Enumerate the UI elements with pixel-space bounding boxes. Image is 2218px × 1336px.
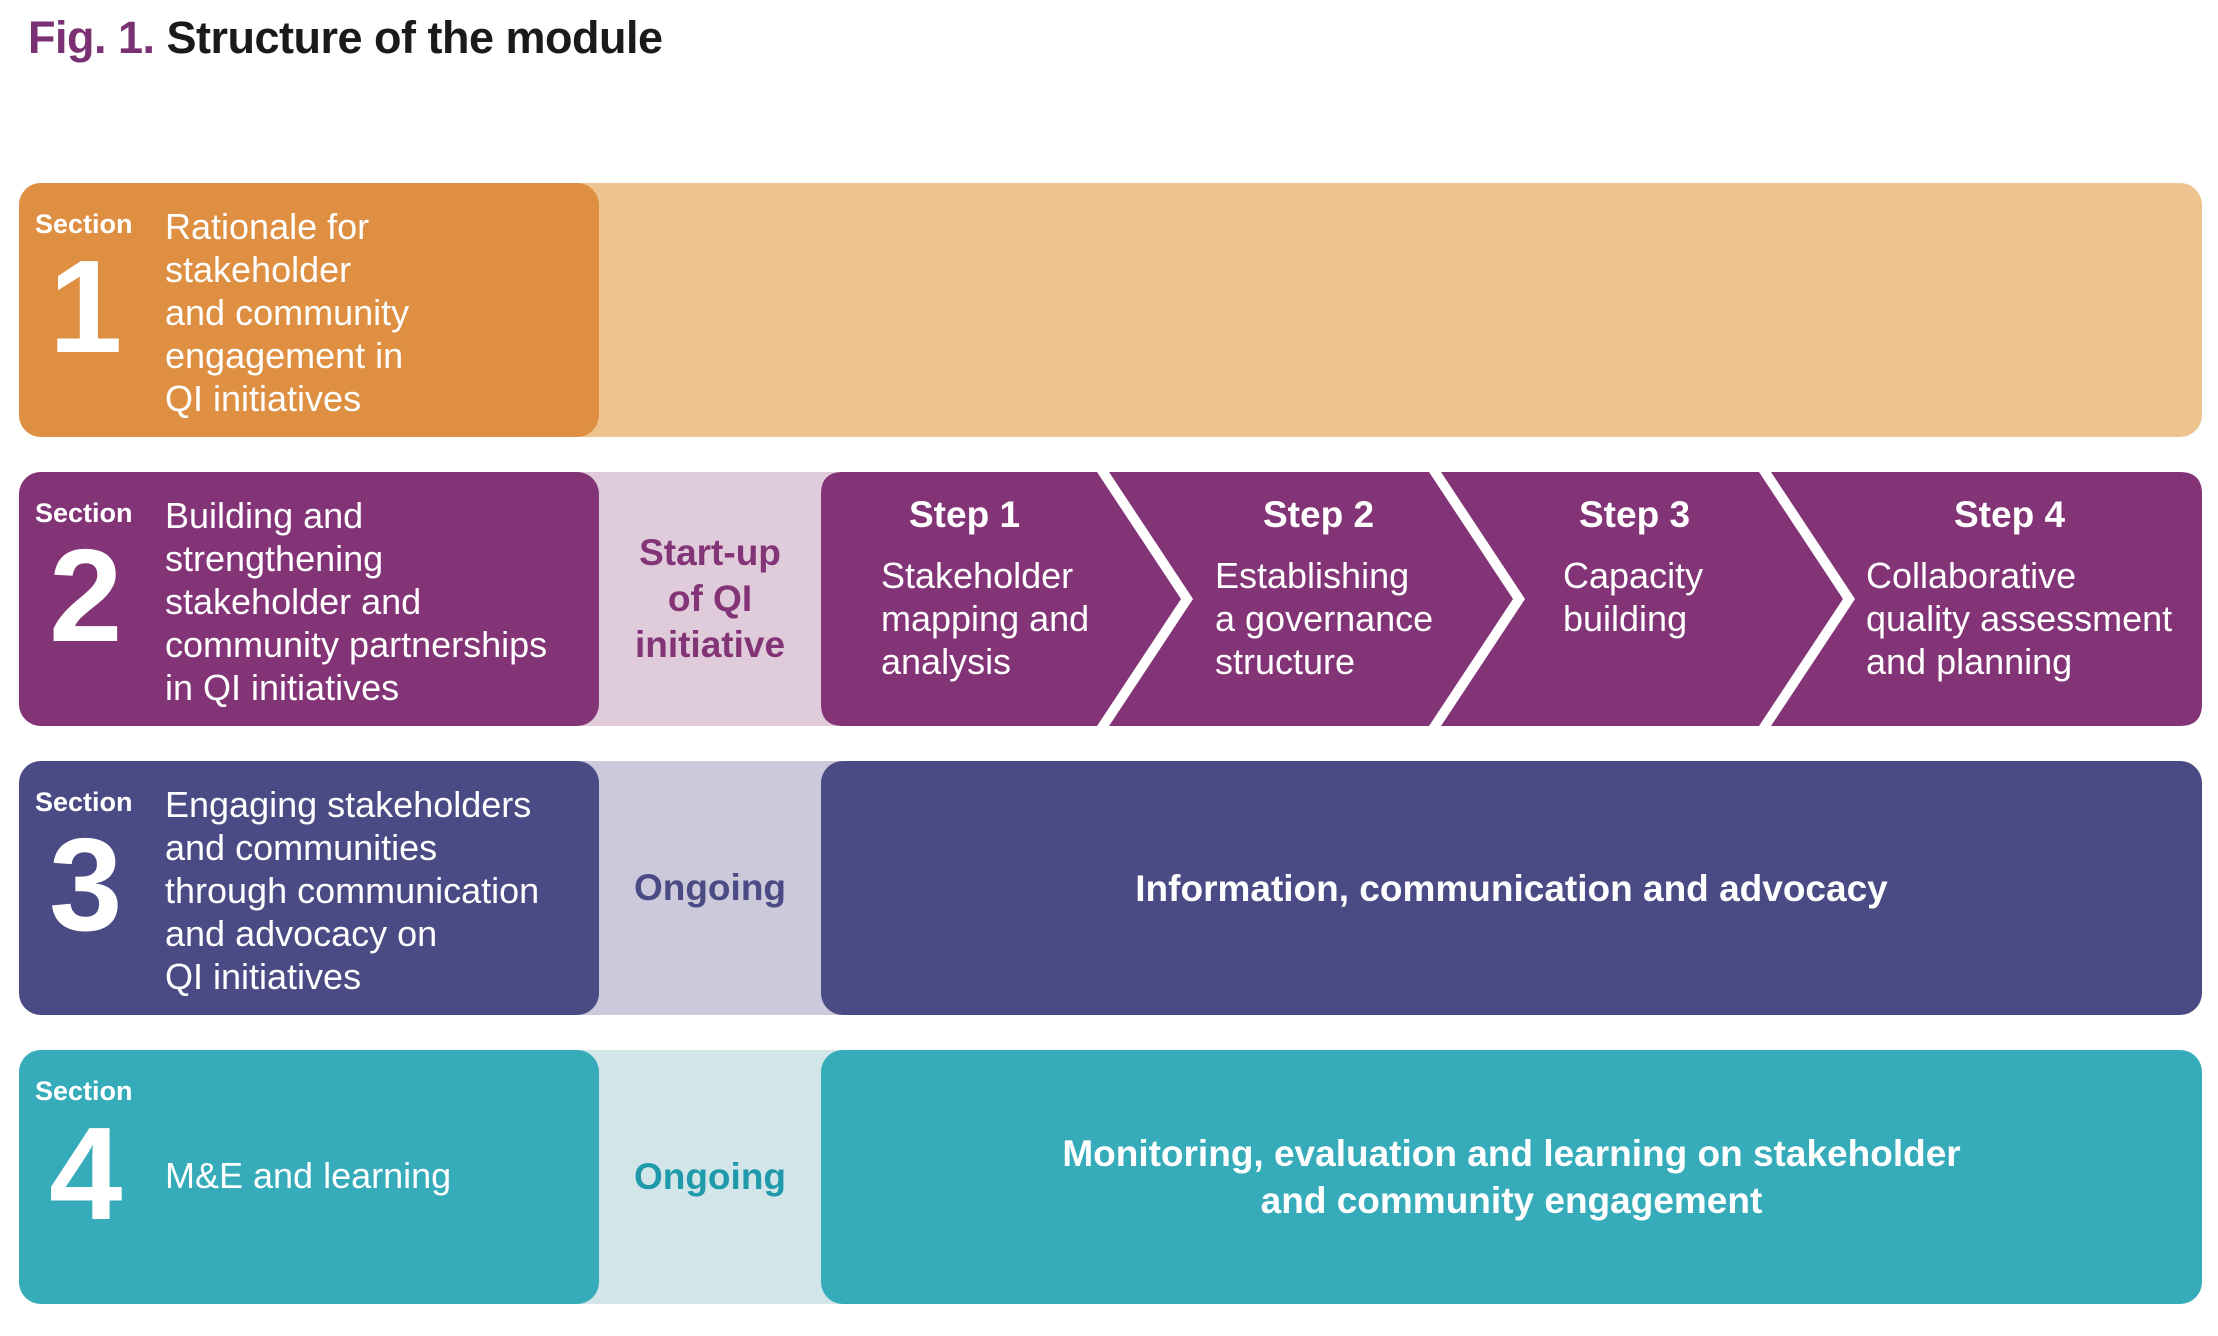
section-2-title: Building and strengthening stakeholder a… — [165, 495, 548, 708]
section-1-box: Section 1 Rationale for stakeholder and … — [19, 183, 599, 437]
section-2-box: Section 2 Building and strengthening sta… — [19, 472, 599, 726]
section-3-number: 3 — [49, 811, 123, 958]
step-1-shape — [821, 472, 1181, 726]
step-3: Step 3 Capacity building — [1485, 472, 1785, 726]
section-1-word: Section — [35, 209, 133, 239]
step-2-text: Establishing a governance structure — [1215, 555, 1434, 682]
section-2-phase: Start-up of QI initiative — [634, 532, 786, 665]
step-2-shape — [1109, 472, 1513, 726]
step-2-label: Step 2 — [1263, 494, 1375, 535]
section-4-number: 4 — [49, 1100, 123, 1247]
step-4: Step 4 Collaborative quality assessment … — [1819, 472, 2199, 726]
step-4-text: Collaborative quality assessment and pla… — [1866, 555, 2173, 682]
step-4-shape — [1771, 472, 2202, 726]
section-2-word: Section — [35, 498, 133, 528]
step-1: Step 1 Stakeholder mapping and analysis — [821, 472, 1121, 726]
section-3-box: Section 3 Engaging stakeholders and comm… — [19, 761, 599, 1015]
steps-chevron-graphic — [821, 472, 2202, 726]
section-3-phase: Ongoing — [633, 867, 787, 908]
section-3-word: Section — [35, 787, 133, 817]
step-3-shape — [1441, 472, 1843, 726]
section-4-title: M&E and learning — [165, 1155, 452, 1196]
section-4-box: Section 4 M&E and learning — [19, 1050, 599, 1304]
section-3-activity: Information, communication and advocacy — [821, 761, 2202, 1015]
step-2: Step 2 Establishing a governance structu… — [1154, 472, 1484, 726]
figure-label: Fig. 1. — [28, 12, 155, 63]
section-3-title: Engaging stakeholders and communities th… — [165, 784, 540, 997]
section-1-title: Rationale for stakeholder and community … — [165, 206, 410, 419]
step-1-text: Stakeholder mapping and analysis — [881, 555, 1090, 682]
section-4-activity: Monitoring, evaluation and learning on s… — [821, 1050, 2202, 1304]
section-1-row: Section 1 Rationale for stakeholder and … — [19, 183, 2202, 437]
section-2-number: 2 — [49, 522, 123, 669]
step-4-label: Step 4 — [1954, 494, 2066, 535]
section-3-row: Section 3 Engaging stakeholders and comm… — [19, 761, 2202, 1015]
section-4-word: Section — [35, 1076, 133, 1106]
section-4-row: Section 4 M&E and learning Ongoing Monit… — [19, 1050, 2202, 1304]
step-3-text: Capacity building — [1563, 555, 1704, 639]
step-3-label: Step 3 — [1579, 494, 1691, 535]
section-2-row: Section 2 Building and strengthening sta… — [19, 472, 2202, 726]
figure-title: Fig. 1.Structure of the module — [28, 12, 663, 64]
section-1-number: 1 — [49, 233, 123, 380]
figure-heading: Structure of the module — [166, 12, 664, 63]
section-4-phase: Ongoing — [633, 1156, 787, 1197]
step-1-label: Step 1 — [909, 494, 1021, 535]
